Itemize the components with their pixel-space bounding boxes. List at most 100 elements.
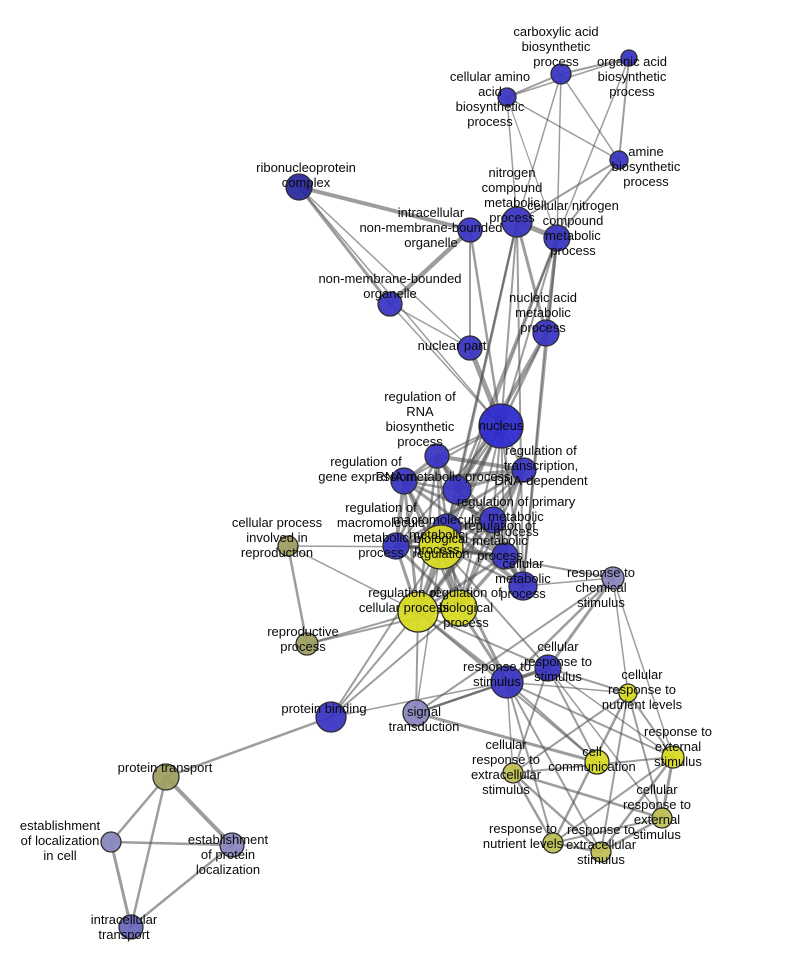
node-reg_bio_proc[interactable]: [440, 589, 478, 627]
node-repro[interactable]: [295, 632, 319, 656]
node-bio_reg[interactable]: [418, 524, 464, 570]
node-reg_rna_bio[interactable]: [424, 443, 450, 469]
edge-resp_chem-signal_trans: [415, 577, 614, 714]
edge-cpir-reg_cell: [287, 545, 419, 613]
node-org[interactable]: [620, 49, 638, 67]
edge-protein_binding-reg_bio_proc: [330, 607, 460, 718]
edge-reg_transcription-reg_macromol: [394, 468, 526, 548]
node-nmbo[interactable]: [377, 291, 403, 317]
node-resp_nutrient[interactable]: [542, 832, 564, 854]
node-protein_transport[interactable]: [152, 763, 180, 791]
node-est_protein_loc[interactable]: [219, 832, 245, 858]
edge-nitrogen-nucleic: [515, 220, 548, 335]
node-resp_chem[interactable]: [601, 566, 625, 590]
node-cell_metab[interactable]: [508, 571, 538, 601]
node-nucleic[interactable]: [532, 319, 560, 347]
node-cell_resp_nutrient[interactable]: [618, 683, 638, 703]
edge-cell_comm-cell_resp_stim: [547, 667, 598, 763]
node-cell_comm[interactable]: [584, 749, 610, 775]
node-nitrogen[interactable]: [501, 206, 533, 238]
edge-rnp-intra_nmbo: [297, 185, 472, 232]
edge-est_loc_cell-intra_transport: [109, 840, 133, 929]
node-nuclear_part[interactable]: [457, 335, 483, 361]
edge-protein_transport-est_loc_cell: [109, 775, 168, 844]
edge-amino-amine: [506, 96, 620, 161]
node-rnp[interactable]: [285, 173, 313, 201]
edge-protein_binding-resp_stim: [330, 681, 508, 718]
edge-reg_transcription-reg_gene_expr: [402, 468, 526, 483]
node-nucleus[interactable]: [478, 403, 524, 449]
edge-resp_chem-resp_external: [612, 577, 674, 758]
edge-resp_stim-resp_chem: [505, 576, 615, 684]
node-reg_metab[interactable]: [491, 542, 519, 570]
node-cell_resp_external[interactable]: [651, 807, 673, 829]
edge-nitrogen-cell_metab: [516, 221, 524, 587]
node-cell_resp_stim[interactable]: [534, 654, 562, 682]
edge-cell_nitrogen-nucleus: [500, 237, 558, 427]
edge-org-cell_nitrogen: [556, 57, 630, 239]
node-amine[interactable]: [609, 150, 629, 170]
node-est_loc_cell[interactable]: [100, 831, 122, 853]
node-reg_gene_expr[interactable]: [390, 467, 418, 495]
edge-cell_resp_stim-cell_resp_extracell: [512, 667, 549, 774]
node-resp_extracell[interactable]: [590, 841, 612, 863]
edge-carb-nitrogen: [516, 73, 562, 223]
node-resp_external[interactable]: [661, 745, 685, 769]
node-label-rna_metabolic: RNA metabolic process: [375, 469, 511, 484]
node-cell_nitrogen[interactable]: [543, 224, 571, 252]
node-reg_cell[interactable]: [397, 591, 439, 633]
node-cell_resp_extracell[interactable]: [502, 762, 524, 784]
edge-protein_transport-est_protein_loc: [164, 775, 234, 847]
node-carb[interactable]: [550, 63, 572, 85]
nodes-layer: [100, 49, 685, 940]
edge-carb-org: [560, 57, 630, 75]
node-protein_binding[interactable]: [315, 701, 347, 733]
edge-cell_resp_stim-cell_resp_nutrient: [547, 667, 629, 694]
node-amino[interactable]: [497, 87, 517, 107]
node-cpir[interactable]: [277, 535, 299, 557]
node-resp_stim[interactable]: [490, 665, 524, 699]
edge-cell_resp_stim-cell_resp_external: [547, 667, 663, 819]
edge-resp_nutrient-cell_resp_extracell: [511, 771, 555, 845]
edge-cell_resp_stim-reg_cell: [417, 611, 549, 669]
edge-cell_resp_nutrient-cell_resp_extracell: [512, 692, 629, 774]
edge-resp_external-resp_nutrient: [552, 756, 674, 844]
edge-resp_stim-cell_resp_nutrient: [506, 681, 629, 694]
edge-resp_extracell-cell_resp_extracell: [511, 771, 603, 854]
node-intra_nmbo[interactable]: [457, 217, 483, 243]
node-rna_metabolic[interactable]: [442, 475, 472, 505]
node-reg_macromol[interactable]: [382, 532, 410, 560]
node-signal_trans[interactable]: [402, 699, 430, 727]
edge-protein_binding-reg_cell: [330, 611, 419, 718]
edge-resp_stim-resp_extracell: [506, 681, 602, 853]
node-intra_transport[interactable]: [118, 914, 144, 940]
node-reg_primary[interactable]: [479, 506, 507, 534]
node-reg_transcription[interactable]: [511, 457, 537, 483]
edge-cell_resp_nutrient-resp_extracell: [600, 692, 629, 853]
